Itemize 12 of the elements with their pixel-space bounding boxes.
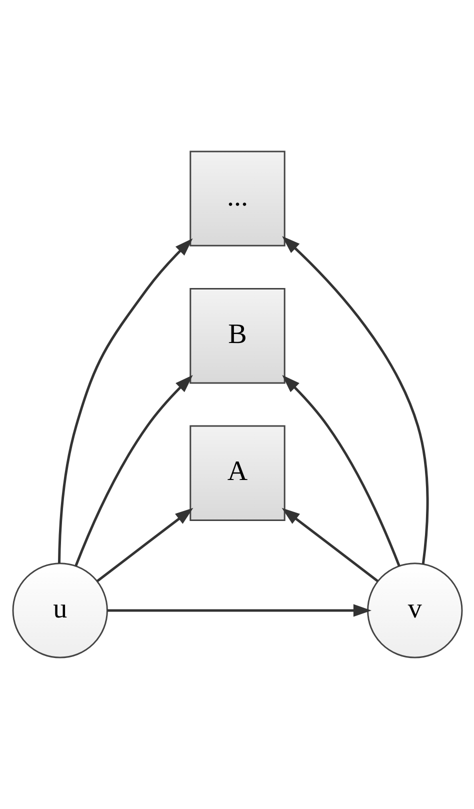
arrow bbox=[57, 238, 192, 564]
arrow bbox=[281, 508, 378, 582]
node-box: A bbox=[189, 425, 285, 521]
node-circle: u bbox=[12, 562, 108, 658]
node-box: B bbox=[189, 288, 285, 384]
node-box: ... bbox=[189, 150, 285, 246]
arrow bbox=[282, 374, 400, 566]
arrow bbox=[96, 508, 193, 582]
arrow bbox=[74, 374, 192, 566]
arrow bbox=[106, 604, 371, 617]
arrow bbox=[282, 236, 428, 564]
node-circle: v bbox=[366, 562, 462, 658]
